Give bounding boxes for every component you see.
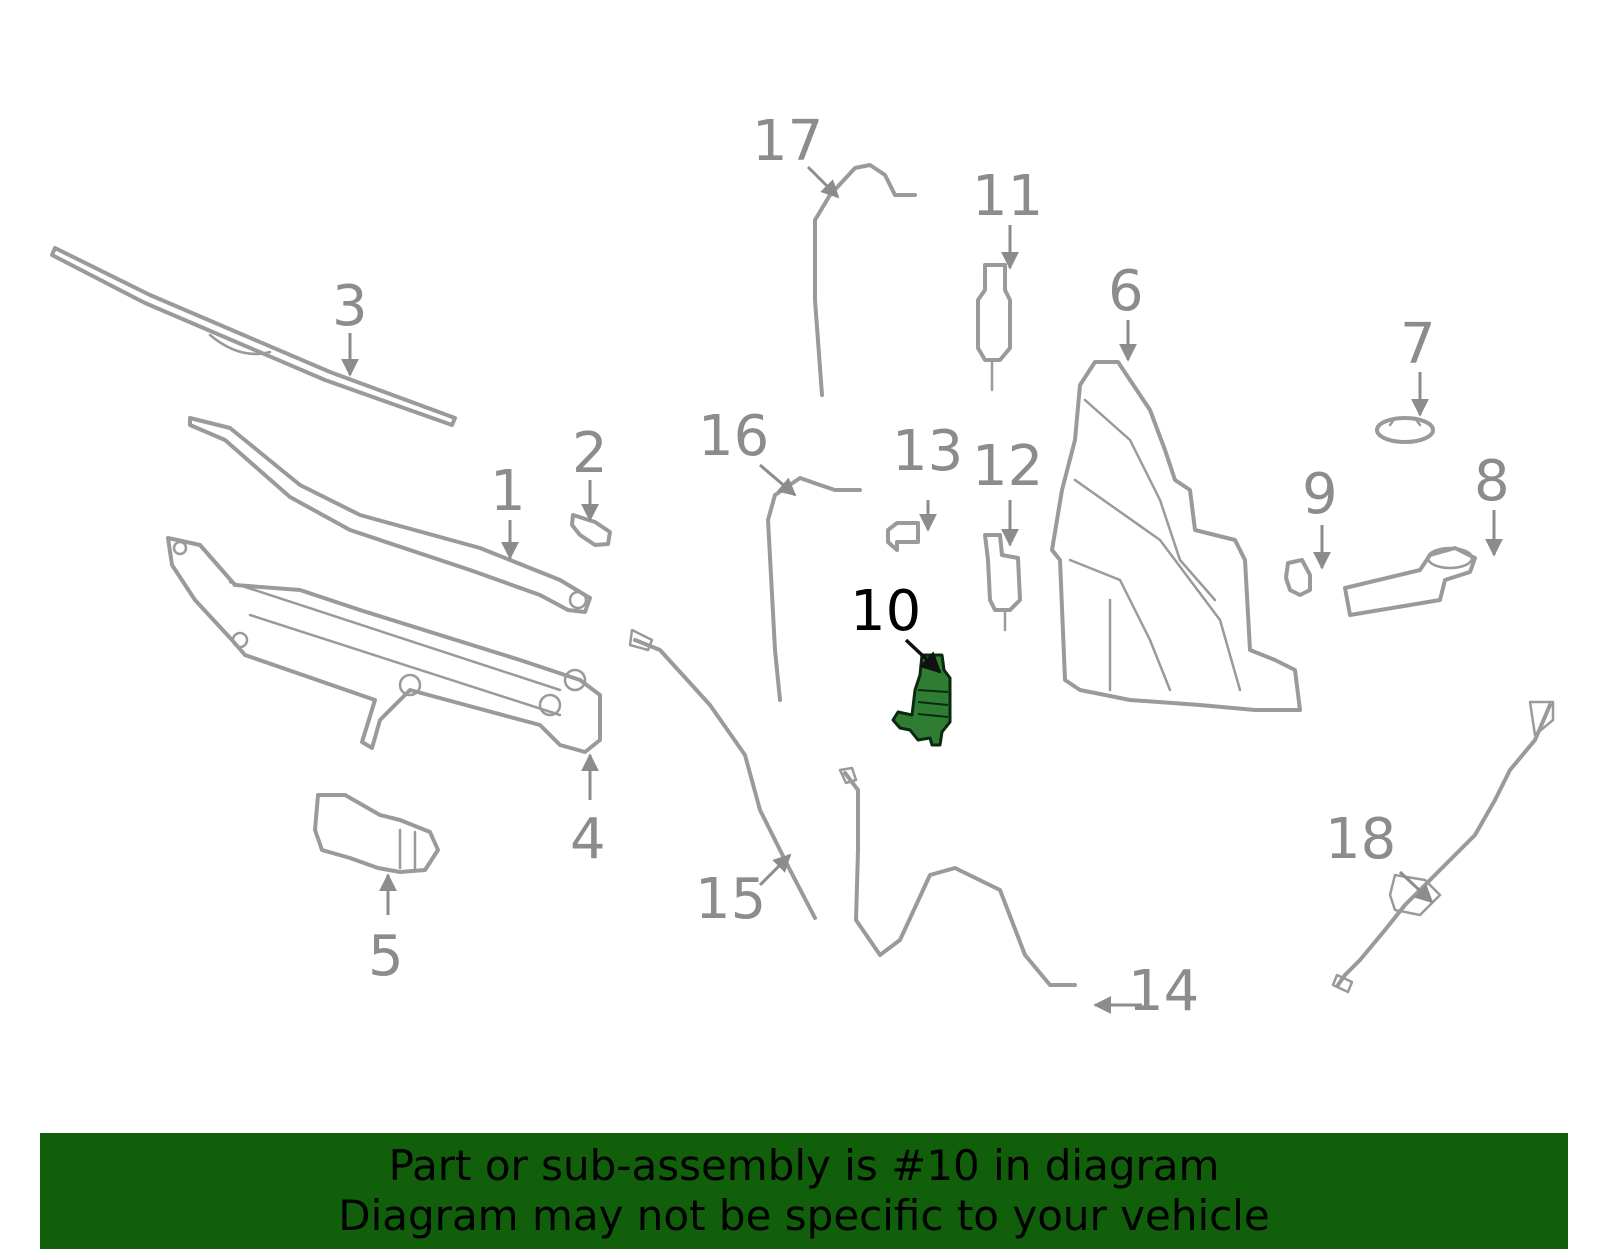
part-4-linkage[interactable] — [166, 536, 602, 754]
banner-line-1: Part or sub-assembly is #10 in diagram — [388, 1141, 1220, 1190]
part-6-reservoir[interactable] — [1050, 360, 1302, 712]
part-7-cap[interactable] — [1375, 416, 1435, 444]
part-1-wiper-arm[interactable] — [188, 416, 592, 614]
callout-9: 9 — [1302, 462, 1338, 527]
callout-16: 16 — [698, 404, 769, 469]
leader-lines — [341, 165, 1503, 1014]
part-18-harness[interactable] — [1331, 700, 1555, 994]
callout-11: 11 — [972, 164, 1043, 229]
part-16-hose[interactable] — [766, 476, 862, 702]
callout-5: 5 — [368, 924, 404, 989]
callout-15: 15 — [695, 867, 766, 932]
part-2-clip[interactable] — [570, 513, 612, 547]
callout-10: 10 — [850, 579, 921, 644]
part-11-pump[interactable] — [976, 263, 1012, 392]
part-8-filler-neck[interactable] — [1343, 546, 1477, 617]
callout-18: 18 — [1325, 807, 1396, 872]
callout-1: 1 — [490, 459, 526, 524]
callout-8: 8 — [1474, 449, 1510, 514]
part-5-wiper-motor[interactable] — [313, 793, 440, 874]
part-9-grommet[interactable] — [1284, 558, 1312, 597]
part-3-wiper-blade[interactable] — [50, 246, 457, 427]
callout-7: 7 — [1400, 312, 1436, 377]
part-13-clip[interactable] — [886, 521, 920, 552]
callout-2: 2 — [572, 421, 608, 486]
callouts: 1 2 3 4 5 6 7 8 9 10 11 12 13 14 15 16 1… — [332, 109, 1510, 1024]
part-14-hose[interactable] — [838, 766, 1077, 987]
part-12-pump[interactable] — [983, 533, 1022, 632]
callout-13: 13 — [892, 419, 963, 484]
callout-6: 6 — [1108, 259, 1144, 324]
banner-line-2: Diagram may not be specific to your vehi… — [338, 1191, 1270, 1240]
callout-4: 4 — [570, 807, 606, 872]
part-10-washer-pump[interactable] — [891, 653, 952, 747]
callout-14: 14 — [1128, 959, 1199, 1024]
callout-17: 17 — [752, 109, 823, 174]
info-banner: Part or sub-assembly is #10 in diagram D… — [40, 1133, 1568, 1249]
callout-3: 3 — [332, 274, 368, 339]
callout-12: 12 — [972, 434, 1043, 499]
part-17-hose[interactable] — [813, 163, 917, 397]
